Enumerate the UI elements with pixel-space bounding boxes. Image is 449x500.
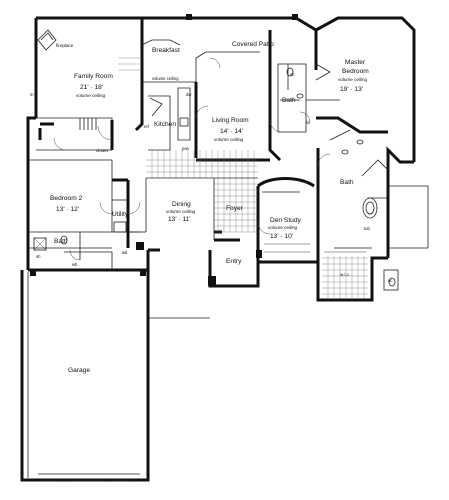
lin-label: lin xyxy=(306,120,311,125)
tile-floor-foyer xyxy=(118,57,258,233)
sh-left-label: sh xyxy=(36,254,41,259)
dining-note: volume ceiling xyxy=(166,209,196,214)
master-bedroom-dims: 19' · 13' xyxy=(340,86,363,93)
master-bedroom-note: volume ceiling xyxy=(338,77,368,82)
den-study-dims: 13' · 10' xyxy=(270,233,293,240)
sh-label: sh xyxy=(290,72,295,77)
master-bedroom-name-1: Master xyxy=(345,59,366,66)
wh-label: wh xyxy=(72,262,78,267)
bath-top-label: Bath xyxy=(282,97,296,104)
utility-label: Utility xyxy=(112,211,129,218)
fixtures xyxy=(30,14,429,481)
oc-label: oc xyxy=(388,278,392,283)
fixture-labels: ref dw pan lin wd sh wh oc m sh tub xyxy=(30,72,392,283)
dining-name: Dining xyxy=(172,201,191,208)
pan-label: pan xyxy=(182,146,190,151)
m-label: m xyxy=(30,92,34,97)
fireplace-label: fireplace xyxy=(56,43,74,48)
closet-label: closet xyxy=(96,148,109,153)
kitchen-vol-label: volume ceiling xyxy=(152,76,179,81)
garage-label: Garage xyxy=(68,367,90,374)
dw-label: dw xyxy=(186,92,192,97)
den-study-note: volume ceiling xyxy=(268,225,298,230)
family-room-note: volume ceiling xyxy=(76,93,106,98)
room-labels: fireplace Family Room 21' · 18' volume c… xyxy=(50,41,369,374)
tub-label: tub xyxy=(364,226,370,231)
wd-label: wd xyxy=(122,250,128,255)
ref-label: ref xyxy=(144,124,150,129)
door-swings xyxy=(53,57,331,261)
entry-label: Entry xyxy=(226,258,242,265)
bath-left-label: Bath xyxy=(54,238,68,245)
master-bedroom-name-2: Bedroom xyxy=(342,68,369,75)
kitchen-label: Kitchen xyxy=(154,121,176,128)
living-room-dims: 14' · 14' xyxy=(220,128,243,135)
den-study-name: Den Study xyxy=(270,217,301,224)
tile-floor-bath xyxy=(322,256,368,298)
wic-label: w.i.c. xyxy=(340,272,350,277)
living-room-name: Living Room xyxy=(212,117,249,124)
family-room-name: Family Room xyxy=(74,73,113,80)
living-room-note: volume ceiling xyxy=(214,137,244,142)
covered-patio-label: Covered Patio xyxy=(232,41,274,48)
bath-master-label: Bath xyxy=(340,179,354,186)
dining-dims: 13' · 11' xyxy=(168,216,191,223)
bedroom-2-dims: 13' · 12' xyxy=(56,206,79,213)
breakfast-label: Breakfast xyxy=(152,47,180,54)
family-room-dims: 21' · 18' xyxy=(80,84,103,91)
foyer-label: Foyer xyxy=(226,205,244,212)
exterior-walls xyxy=(20,16,416,482)
bedroom-2-name: Bedroom 2 xyxy=(50,195,83,202)
